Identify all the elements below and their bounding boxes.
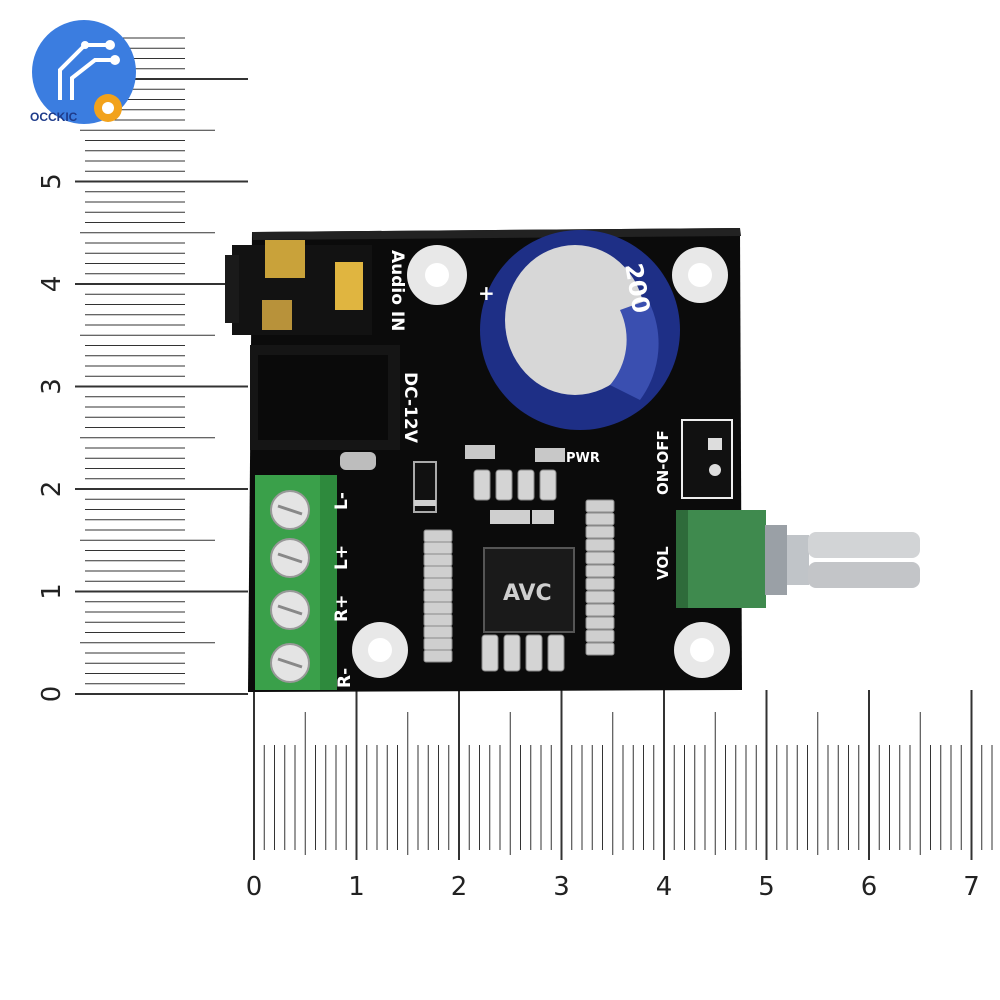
smd-part: [585, 525, 615, 539]
ruler-label: 6: [861, 872, 878, 902]
amplifier-board: 200 + Audio IN DC-12V PWR ON-OFF VOL AVC: [225, 228, 920, 692]
audio-in-label: Audio IN: [387, 250, 407, 331]
mounting-hole: [352, 622, 408, 678]
ruler-label: 3: [553, 872, 570, 902]
smd-part: [585, 499, 615, 513]
diode: [413, 461, 437, 513]
dc-12v-label: DC-12V: [400, 372, 420, 444]
smd-part: [532, 510, 554, 524]
ruler-label: 0: [246, 872, 263, 902]
smd-part: [423, 577, 453, 591]
gear-icon: [94, 94, 122, 122]
terminal-label-l-minus: L-: [332, 492, 352, 510]
brand-logo: OCCKIC: [30, 20, 136, 124]
ruler-label: 5: [758, 872, 775, 902]
ruler-label: 1: [348, 872, 365, 902]
pwr-label: PWR: [566, 451, 600, 466]
chip-label: AVC: [503, 581, 552, 606]
amplifier-chip: AVC: [483, 547, 575, 633]
terminal-label-l-plus: L+: [332, 545, 352, 570]
volume-potentiometer: [676, 510, 920, 608]
smd-part: [490, 510, 530, 524]
smd-components: [423, 469, 615, 672]
smd-part: [423, 553, 453, 567]
horizontal-ruler: 0 1 2 3 4 5 6 7: [246, 690, 993, 902]
smd-part: [423, 649, 453, 663]
screw-slot: [277, 657, 303, 669]
on-off-label: ON-OFF: [654, 430, 672, 495]
smd-part: [423, 565, 453, 579]
screw-slot: [277, 504, 303, 516]
logo-text: OCCKIC: [30, 110, 78, 124]
audio-jack: [225, 240, 372, 335]
vol-label: VOL: [654, 546, 672, 580]
smd-part: [547, 634, 565, 672]
plus-sign: +: [478, 281, 495, 305]
on-off-header: [681, 419, 733, 499]
ruler-label: 2: [37, 481, 67, 498]
electrolytic-capacitor: 200: [480, 230, 680, 430]
pwr-led: [465, 445, 495, 459]
smd-part: [585, 551, 615, 565]
smd-part: [423, 601, 453, 615]
smd-part: [585, 616, 615, 630]
mounting-hole: [672, 247, 728, 303]
ruler-label: 2: [451, 872, 468, 902]
smd-part: [503, 634, 521, 672]
ruler-label: 4: [37, 276, 67, 293]
ruler-label: 5: [37, 173, 67, 190]
smd-part: [585, 629, 615, 643]
smd-part: [423, 589, 453, 603]
screw-slot: [277, 604, 303, 616]
ruler-label: 7: [963, 872, 980, 902]
smd-part: [517, 469, 535, 501]
smd-part: [585, 590, 615, 604]
smd-part: [495, 469, 513, 501]
smd-led: [535, 448, 565, 462]
smd-part: [481, 634, 499, 672]
smd-part: [525, 634, 543, 672]
smd-part: [539, 469, 557, 501]
smd-part: [585, 577, 615, 591]
screw-slot: [277, 552, 303, 564]
smd-part: [585, 642, 615, 656]
smd-part: [585, 538, 615, 552]
smd-part: [423, 613, 453, 627]
ruler-label: 1: [37, 583, 67, 600]
smd-part: [423, 541, 453, 555]
ruler-label: 0: [37, 686, 67, 703]
terminal-label-r-minus: R-: [335, 668, 355, 688]
smd-part: [585, 512, 615, 526]
mounting-hole: [674, 622, 730, 678]
ruler-label: 4: [656, 872, 673, 902]
smd-part: [423, 625, 453, 639]
vertical-ruler: 5 4 3 2 1 0: [37, 37, 248, 703]
ruler-label: 3: [37, 378, 67, 395]
smd-part: [423, 529, 453, 543]
dc-power-jack: [250, 345, 400, 470]
smd-part: [423, 637, 453, 651]
mounting-hole: [407, 245, 467, 305]
smd-part: [585, 603, 615, 617]
terminal-label-r-plus: R+: [332, 595, 352, 622]
smd-part: [473, 469, 491, 501]
smd-part: [585, 564, 615, 578]
